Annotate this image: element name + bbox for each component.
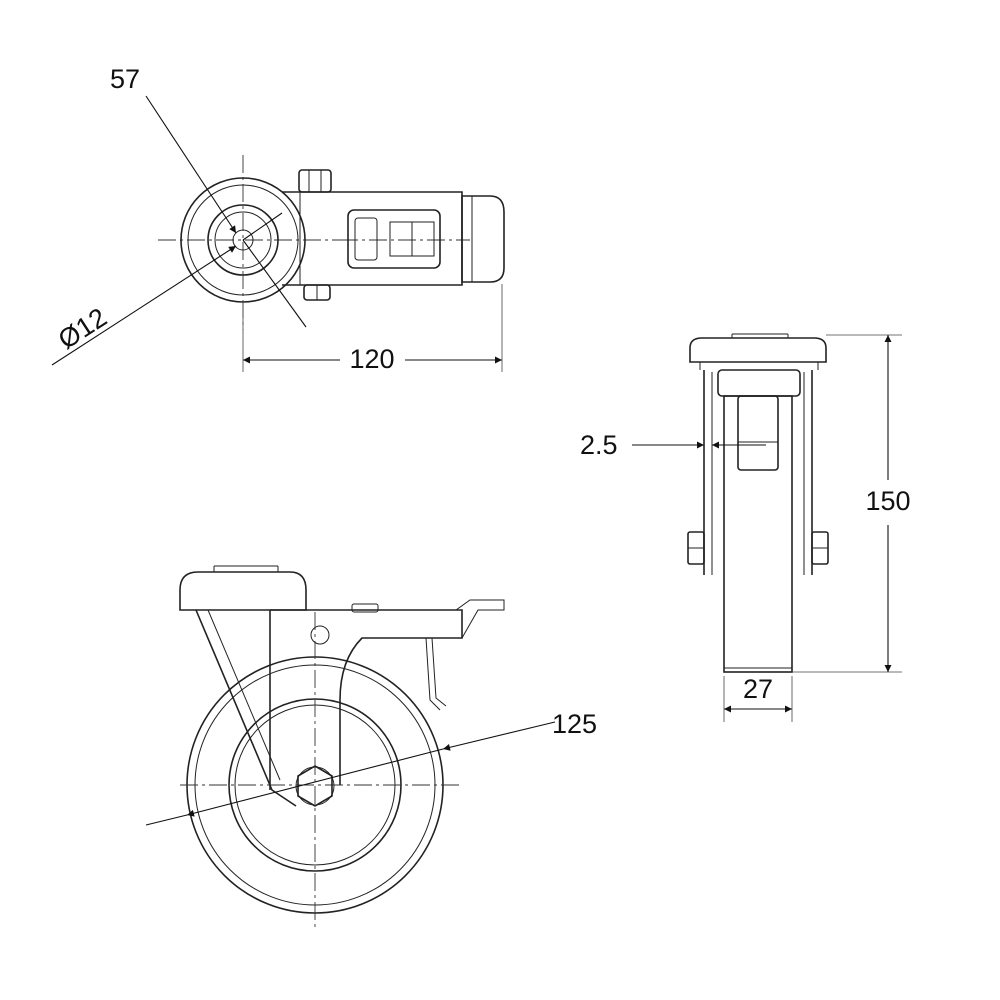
front-view <box>632 333 902 722</box>
dim-2-5-label: 2.5 <box>580 430 618 460</box>
dim-125-label: 125 <box>552 709 597 739</box>
dim-27-label: 27 <box>743 674 773 704</box>
dim-120-label: 120 <box>349 344 394 374</box>
dim-bolt-hole-label: Ø12 <box>53 302 112 355</box>
dim-57-label: 57 <box>110 64 140 94</box>
top-view <box>51 95 505 372</box>
side-view <box>145 565 556 930</box>
dim-150-label: 150 <box>865 486 910 516</box>
